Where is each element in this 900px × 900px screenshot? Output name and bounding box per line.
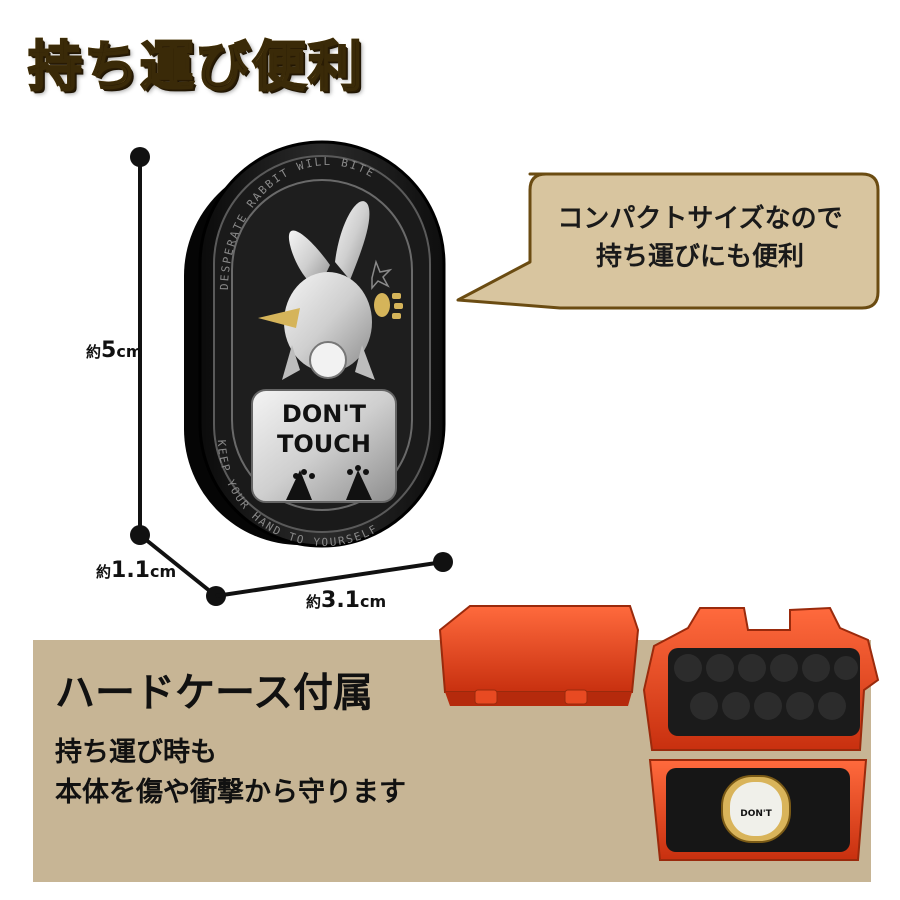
depth-label: 約1.1cm — [96, 558, 177, 583]
title-shadow: 持ち運び便利 — [31, 25, 367, 104]
label-line-1: DON'T — [282, 400, 367, 428]
label-plate — [251, 389, 397, 503]
speech-bubble — [456, 172, 880, 310]
foot-right-icon — [346, 470, 372, 500]
case-line-2: 本体を傷や衝撃から守ります — [55, 777, 406, 808]
width-label: 約3.1cm — [306, 588, 387, 613]
label-line-2: TOUCH — [277, 430, 371, 458]
foot-left-icon — [286, 470, 312, 500]
star-icon — [371, 259, 393, 291]
speech-bubble-text: コンパクトサイズなので 持ち運びにも便利 — [520, 200, 880, 276]
closed-hard-case — [438, 605, 640, 706]
carrot-icon — [258, 308, 300, 328]
bubble-line-2: 持ち運びにも便利 — [595, 242, 804, 272]
bubble-line-1: コンパクトサイズなので — [557, 204, 843, 234]
height-label: 約5cm — [86, 338, 143, 363]
page-title: 持ち運び便利 — [27, 22, 364, 101]
mini-badge-label: DON'T — [740, 809, 772, 819]
case-heading: ハードケース付属 — [55, 670, 373, 716]
paw-print-icon — [374, 293, 403, 319]
open-hard-case: DON'T — [642, 606, 880, 861]
rabbit-badge: DESPERATE RABBIT WILL BITE KEEP YOUR HAN… — [184, 140, 446, 549]
case-line-1: 持ち運び時も — [55, 737, 217, 768]
rabbit-icon — [282, 201, 375, 380]
dimension-lines — [130, 147, 453, 606]
